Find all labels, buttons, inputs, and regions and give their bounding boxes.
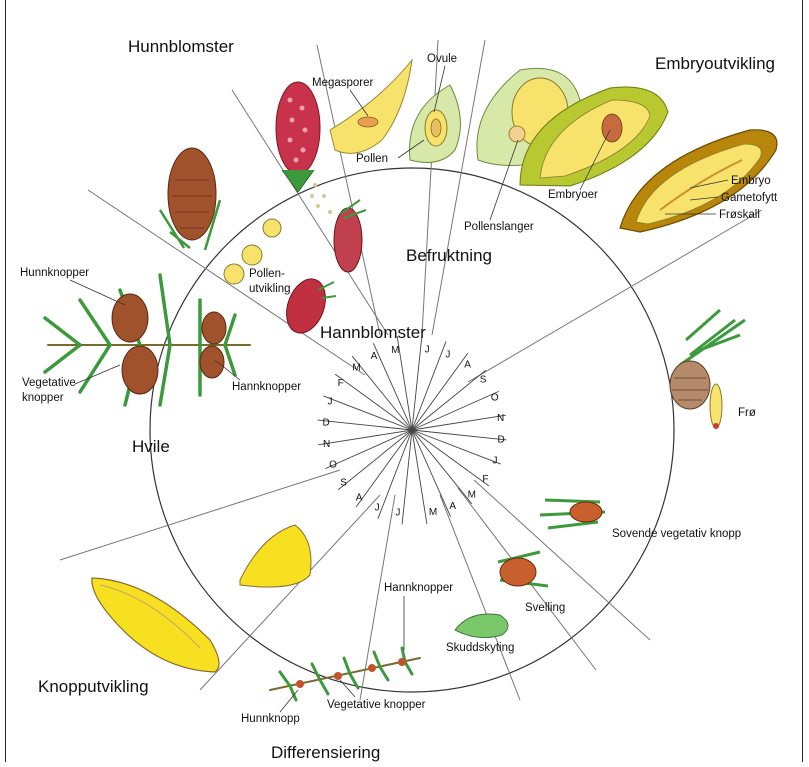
female-cone-large-icon <box>160 148 220 250</box>
month-label: A <box>371 351 378 362</box>
month-label: A <box>356 492 363 503</box>
month-label: S <box>480 374 487 385</box>
label-embryo: Embryo <box>731 175 771 187</box>
label-froskall: Frøskall <box>719 209 760 221</box>
month-label: F <box>338 378 344 389</box>
month-label: N <box>497 413 504 424</box>
label-pollenslanger: Pollenslanger <box>464 221 534 233</box>
month-label: A <box>464 360 471 371</box>
bud-development-small-icon <box>240 525 311 587</box>
pollinated-cone-icon <box>280 200 366 338</box>
label-sovende: Sovende vegetativ knopp <box>612 528 741 540</box>
label-vegetative-bottom: Vegetative knopper <box>327 699 426 711</box>
month-label: D <box>498 435 505 446</box>
female-flower-icon <box>276 82 332 214</box>
mature-cone-icon <box>670 310 745 409</box>
stage-hunnblomster: Hunnblomster <box>128 37 234 56</box>
label-hannknopper-left: Hannknopper <box>232 381 301 393</box>
label-embryoer: Embryoer <box>548 189 598 201</box>
label-vegetative-2: knopper <box>22 392 64 404</box>
month-label: M <box>468 490 476 501</box>
month-label: J <box>327 397 332 408</box>
month-spoke <box>412 430 427 524</box>
megaspores-ovule-icon <box>330 60 412 153</box>
swelling-bud-icon <box>498 552 548 586</box>
month-label: N <box>323 439 330 450</box>
month-spoke <box>318 430 412 445</box>
stage-hannblomster: Hannblomster <box>320 323 426 342</box>
stage-hvile: Hvile <box>132 437 170 456</box>
stage-differensiering: Differensiering <box>271 743 380 762</box>
month-label: J <box>493 455 498 466</box>
label-gametofytt: Gametofytt <box>721 192 778 204</box>
stage-knopputvikling: Knopputvikling <box>38 677 149 696</box>
label-hunnknopp: Hunnknopp <box>241 713 300 725</box>
bud-development-large-icon <box>92 578 219 672</box>
differentiation-branch-icon <box>270 648 420 700</box>
left-border <box>5 0 6 762</box>
label-hannknopper-bottom: Hannknopper <box>384 582 453 594</box>
month-spoke <box>412 415 506 430</box>
label-ovule: Ovule <box>427 53 457 65</box>
shoot-elongation-icon <box>455 614 508 638</box>
seed-icon <box>710 384 722 429</box>
label-svelling: Svelling <box>525 602 565 614</box>
month-label: F <box>482 474 488 485</box>
right-border <box>802 0 803 762</box>
ovule-cross-section-icon <box>410 85 461 162</box>
month-label: J <box>375 503 380 514</box>
month-label: M <box>429 507 437 518</box>
label-vegetative-1: Vegetative <box>22 377 76 389</box>
month-label: O <box>329 459 337 470</box>
month-label: M <box>391 345 399 356</box>
label-pollenutvikling-1: Pollen- <box>249 268 285 280</box>
label-skuddskyting: Skuddskyting <box>446 642 514 654</box>
month-label: J <box>445 349 450 360</box>
month-label: D <box>322 417 329 428</box>
label-fro: Frø <box>738 407 756 419</box>
label-megasporer: Megasporer <box>312 77 374 89</box>
month-label: S <box>340 478 347 489</box>
month-label: M <box>352 362 360 373</box>
dormant-bud-icon <box>540 500 605 528</box>
month-label: O <box>491 393 499 404</box>
month-label: A <box>449 501 456 512</box>
label-pollen: Pollen <box>356 153 388 165</box>
month-label: J <box>425 344 430 355</box>
month-label: J <box>395 508 400 519</box>
stage-embryoutvikling: Embryoutvikling <box>655 54 775 73</box>
label-hunnknopper: Hunnknopper <box>20 267 89 279</box>
stage-befruktning: Befruktning <box>406 246 492 265</box>
month-spokes <box>318 336 507 525</box>
label-pollenutvikling-2: utvikling <box>249 283 291 295</box>
